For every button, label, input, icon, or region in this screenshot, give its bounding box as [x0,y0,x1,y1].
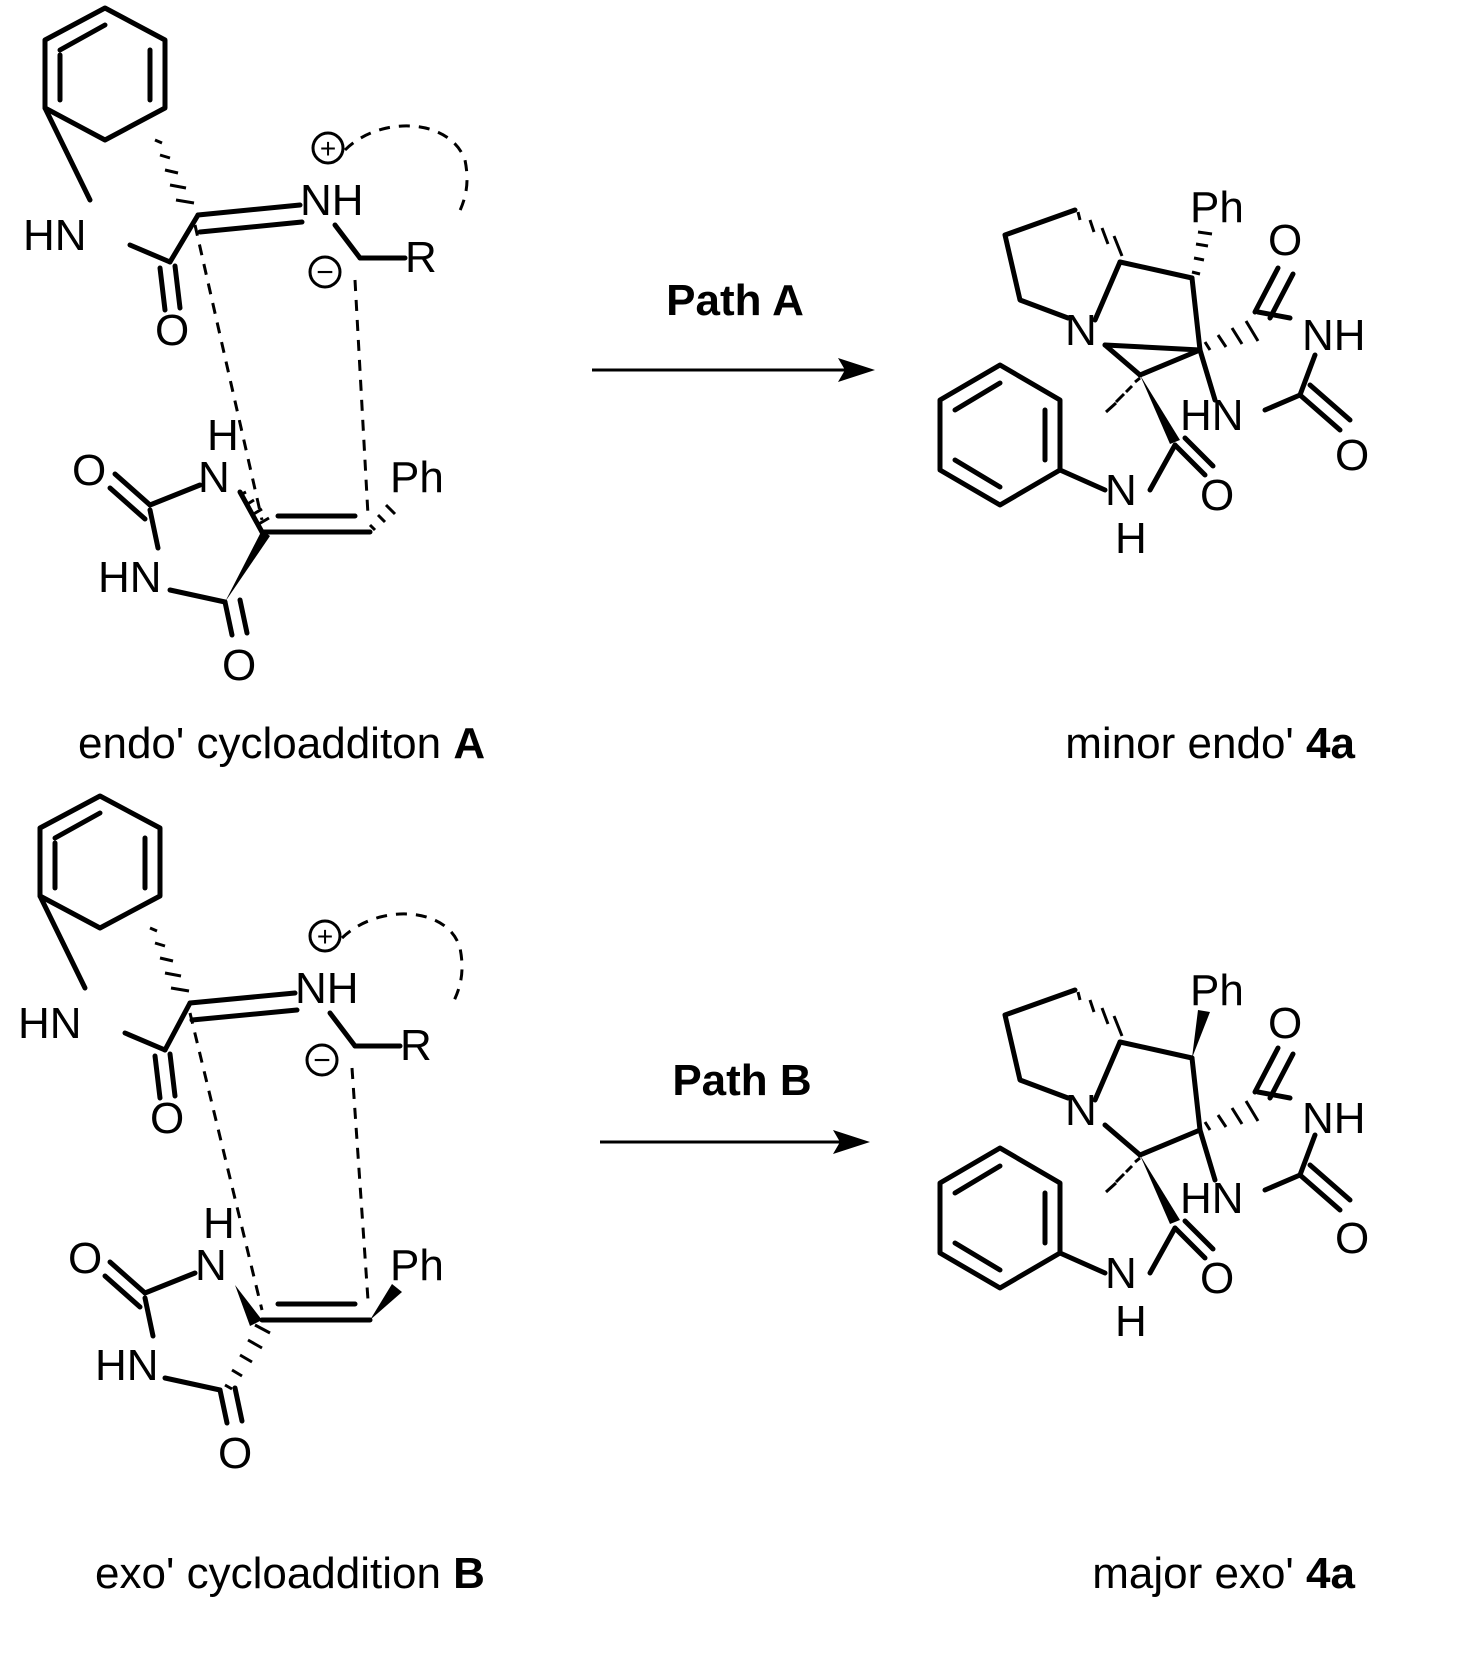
plus-sign-b: + [317,921,333,952]
atom-hn-b2: HN [95,1341,159,1390]
atom-ph-b: Ph [390,1241,444,1290]
reaction-arrow-b: Path B [600,1056,870,1154]
atom-nh-iminium-a: NH [300,176,364,225]
negative-charge-b [305,1043,339,1077]
atom-n-p2: N [1065,1086,1097,1135]
atom-o-b3: O [218,1429,252,1478]
atom-n-p2c: N [1105,1249,1137,1298]
atom-n-a2: N [198,453,230,502]
atom-r-a: R [405,233,437,282]
reaction-arrow-a: Path A [592,276,875,382]
atom-o-p2c: O [1200,1254,1234,1303]
dashed-ring-a [343,124,469,216]
atom-hn-a2: HN [98,553,162,602]
atom-o-b1: O [150,1094,184,1143]
atom-h-a2: H [207,411,239,460]
atom-o-p1c: O [1200,471,1234,520]
caption-product-minor-endo: minor endo' 4a [1065,719,1355,768]
atom-ph-a: Ph [390,453,444,502]
atom-nh-iminium-b: NH [295,964,359,1013]
atom-o-a1: O [155,306,189,355]
negative-charge-a [308,255,342,289]
path-a-label: Path A [666,276,804,325]
atom-hn-p2: HN [1180,1174,1244,1223]
atom-hn-b1: HN [18,999,82,1048]
oxindole-benzene-ring-a [42,5,168,143]
atom-r-b: R [400,1021,432,1070]
atom-nh-p1: NH [1302,311,1366,360]
atom-o-p2b: O [1335,1214,1369,1263]
atom-ph-p2: Ph [1190,966,1244,1015]
atom-o-p2a: O [1268,999,1302,1048]
atom-n-p1: N [1065,306,1097,355]
positive-charge-a [311,131,345,165]
atom-ph-p1: Ph [1190,183,1244,232]
transition-state-b: HN O NH + R − [18,793,485,1598]
atom-h-p2c: H [1115,1297,1147,1346]
plus-sign-a: + [320,133,336,164]
atom-hn-p1: HN [1180,391,1244,440]
product-major-exo-4a: N Ph O NH HN O [937,966,1369,1598]
hydantoin-a [107,471,397,638]
atom-o-p1a: O [1268,216,1302,265]
atom-n-p1c: N [1105,466,1137,515]
product-minor-endo-4a: N Ph O NH HN O [937,183,1369,768]
caption-transition-state-a: endo' cycloadditon A [78,719,485,768]
caption-product-major-exo: major exo' 4a [1092,1549,1355,1598]
atom-o-p1b: O [1335,431,1369,480]
path-b-label: Path B [672,1056,811,1105]
positive-charge-b [308,919,342,953]
atom-hn-a1: HN [23,211,87,260]
atom-h-p1c: H [1115,514,1147,563]
atom-o-a2: O [72,446,106,495]
caption-transition-state-b: exo' cycloaddition B [95,1549,485,1598]
dashed-ring-b [340,912,464,1004]
minus-sign-b: − [313,1044,331,1077]
hashed-bond-a1 [154,138,195,205]
transition-state-a: HN O NH + R − [23,5,485,768]
atom-h-b2: H [203,1199,235,1248]
minus-sign-a: − [316,256,334,289]
atom-o-b2: O [68,1234,102,1283]
atom-o-a3: O [222,641,256,690]
hydantoin-b [102,1259,402,1426]
atom-n-b2: N [195,1241,227,1290]
atom-nh-p2: NH [1302,1094,1366,1143]
